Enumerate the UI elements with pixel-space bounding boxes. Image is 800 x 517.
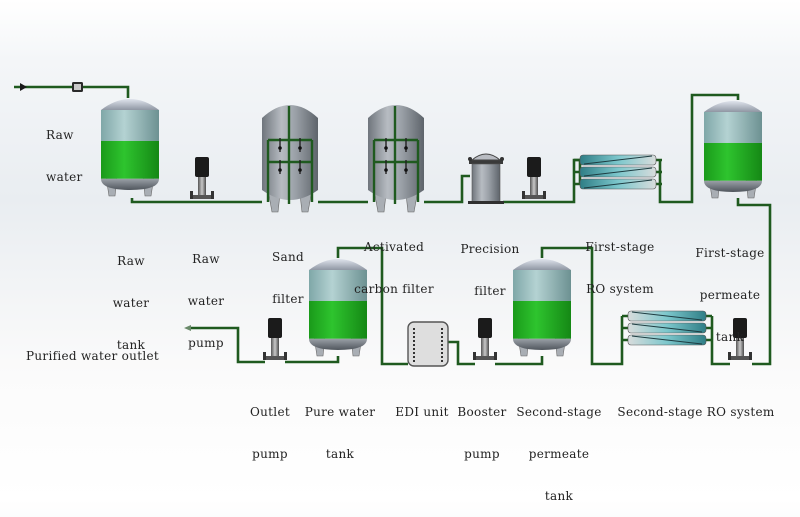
label-raw-water-tank: Raw water tank (103, 226, 159, 366)
label-second-stage-permeate-tank: Second-stage permeate tank (514, 377, 604, 517)
label-activated-carbon-filter: Activated carbon filter (342, 212, 446, 310)
pipe-pt2-to-booster (495, 356, 544, 366)
pipe-raw-inlet (14, 85, 130, 98)
label-line: tank (715, 330, 745, 344)
label-line: tank (325, 447, 355, 461)
precision-filter (468, 153, 504, 204)
pipe-pwtank-to-outlet-pump (285, 356, 340, 364)
label-line: carbon filter (354, 282, 434, 296)
label-booster-pump: Booster pump (452, 377, 512, 475)
label-line: permeate (528, 447, 590, 461)
label-line: Sand (272, 250, 304, 264)
label-raw-water-pump: Raw water pump (178, 224, 234, 364)
label-pure-water-tank: Pure water tank (302, 377, 378, 475)
label-line: Raw (117, 254, 145, 268)
label-line: water (46, 170, 83, 184)
pipe-ro1-out (658, 93, 740, 204)
label-line: Raw (46, 128, 74, 142)
label-precision-filter: Precision filter (452, 214, 528, 312)
label-first-stage-permeate-tank: First-stage permeate tank (684, 218, 776, 358)
label-line: Raw (192, 252, 220, 266)
label-first-stage-ro: First-stage RO system (574, 212, 666, 310)
label-line: Activated (363, 240, 425, 254)
process-flow-diagram (14, 82, 772, 367)
valve-icon (72, 82, 83, 92)
booster-pump (473, 318, 497, 360)
label-line: RO system (586, 282, 654, 296)
label-line: Pure water (304, 405, 376, 419)
raw-water-pump (190, 157, 214, 199)
booster-pump-1 (522, 157, 546, 199)
pipe-ro1-manifold-out (656, 158, 662, 186)
label-line: filter (474, 284, 506, 298)
label-line: Second-stage RO system (617, 405, 775, 419)
label-outlet-pump: Outlet pump (242, 377, 298, 475)
label-purified-water-outlet: Purified water outlet (26, 321, 159, 377)
pipe-tank-to-pump (130, 198, 262, 204)
second-stage-ro-system (627, 310, 707, 346)
label-sand-filter: Sand filter (258, 222, 318, 320)
second-stage-permeate-tank (513, 259, 571, 357)
label-line: Purified water outlet (26, 349, 159, 363)
outlet-pump (263, 318, 287, 360)
label-line: water (112, 296, 150, 310)
pipe-pump3-to-ro2 (706, 314, 730, 366)
label-line: First-stage (585, 240, 655, 254)
label-line: water (187, 294, 225, 308)
sand-filter (262, 105, 318, 213)
pipe-edi-to-pwtank (336, 246, 408, 366)
label-line: permeate (699, 288, 761, 302)
activated-carbon-filter (368, 105, 424, 213)
label-line: pump (252, 447, 288, 461)
first-stage-ro-system (579, 154, 657, 190)
label-line: Second-stage (516, 405, 602, 419)
label-second-stage-ro: Second-stage RO system (616, 377, 776, 433)
second-stage-high-pressure-pump (728, 318, 752, 360)
label-raw-water: Raw water (46, 100, 83, 198)
pipe-ro2-manifold (622, 314, 628, 342)
label-line: Booster (457, 405, 507, 419)
pipe-pt1-to-pump3 (736, 198, 772, 366)
pipe-outlet (190, 326, 265, 364)
pure-water-tank (309, 259, 367, 357)
raw-water-tank (101, 99, 159, 197)
first-stage-permeate-tank (704, 101, 762, 199)
outlet-arrow-icon (184, 325, 191, 331)
label-line: tank (116, 338, 146, 352)
label-line: pump (188, 336, 224, 350)
pipe-ro2-to-pt2 (540, 246, 624, 366)
pipe-carbon-to-precision (424, 174, 470, 204)
label-line: tank (544, 489, 574, 503)
pipe-booster-to-edi (448, 340, 475, 366)
label-line: Precision (460, 242, 520, 256)
label-edi-unit: EDI unit (390, 377, 454, 433)
label-line: First-stage (695, 246, 765, 260)
label-line: pump (464, 447, 500, 461)
label-line: Outlet (250, 405, 290, 419)
label-line: filter (272, 292, 304, 306)
edi-unit (407, 321, 449, 367)
inlet-arrow-icon (20, 83, 27, 91)
label-line: EDI unit (395, 405, 449, 419)
